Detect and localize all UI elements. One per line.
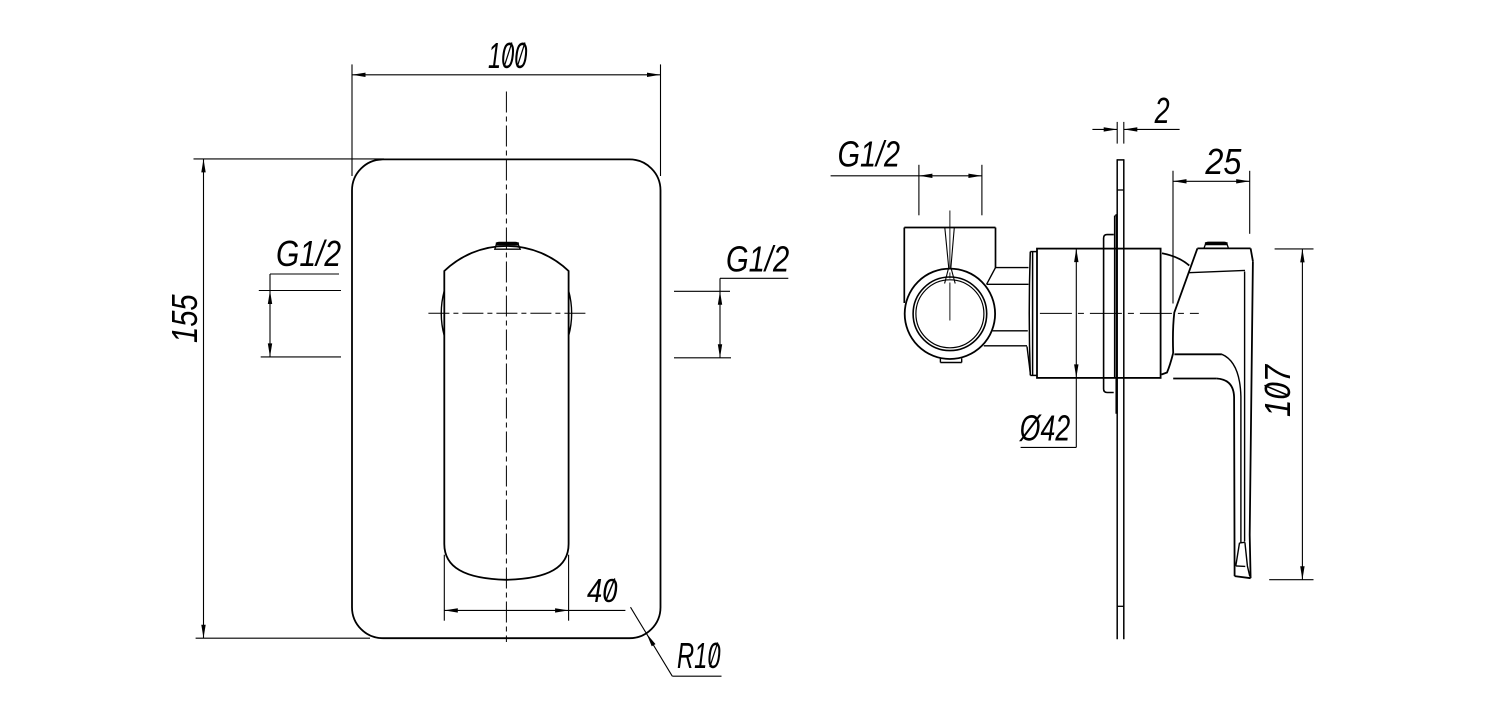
svg-text:2: 2 [1154,90,1170,131]
svg-text:155: 155 [164,294,205,343]
svg-text:25: 25 [1204,142,1242,182]
svg-text:40: 40 [587,574,618,610]
svg-text:107: 107 [1259,364,1299,417]
svg-text:Ø42: Ø42 [1019,408,1071,449]
svg-text:G1/2: G1/2 [726,238,789,279]
svg-text:G1/2: G1/2 [276,234,341,274]
svg-text:G1/2: G1/2 [838,133,900,174]
svg-text:R10: R10 [677,636,721,676]
